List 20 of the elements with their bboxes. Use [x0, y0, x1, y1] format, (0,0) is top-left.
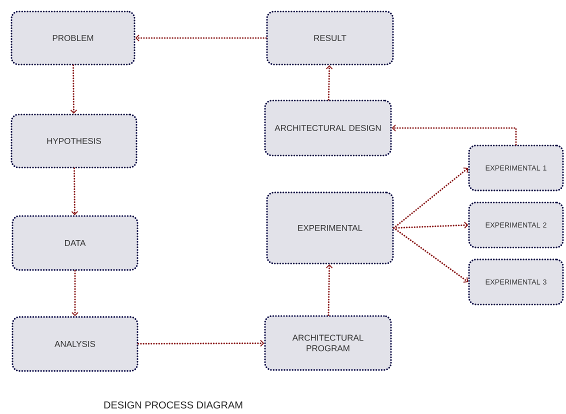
caption: DESIGN PROCESS DIAGRAM	[104, 401, 242, 409]
process-box: ANALYSIS	[12, 316, 138, 372]
arrow	[393, 227, 468, 283]
arrow	[72, 270, 78, 316]
process-box: EXPERIMENTAL	[266, 192, 394, 264]
arrow	[135, 34, 267, 42]
arrow	[70, 64, 78, 114]
process-box: PROBLEM	[10, 10, 136, 66]
process-box: ARCHITECTURAL PROGRAM	[264, 315, 392, 371]
process-box: DATA	[12, 215, 138, 271]
arrow	[392, 124, 517, 146]
arrow	[326, 65, 333, 100]
process-box: RESULT	[266, 10, 394, 66]
process-box: ARCHITECTURAL DESIGN	[264, 100, 392, 156]
arrow	[71, 167, 78, 216]
arrow	[326, 264, 333, 316]
arrow	[138, 340, 264, 347]
process-box: HYPOTHESIS	[10, 114, 138, 168]
arrow	[393, 222, 468, 229]
arrow	[393, 167, 468, 229]
